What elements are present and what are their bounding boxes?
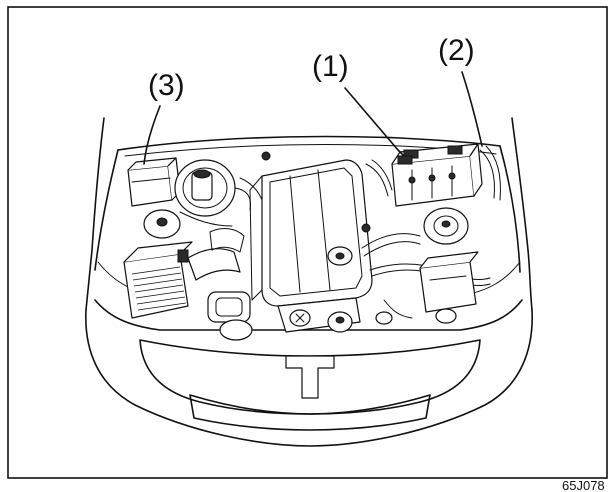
leader-line-1	[344, 87, 405, 157]
leader-line-2	[461, 71, 483, 147]
leader-line-3	[143, 105, 161, 165]
car-body-outline	[85, 117, 533, 447]
battery	[391, 143, 483, 207]
callout-label-2: (2)	[438, 34, 475, 67]
relay-box	[127, 157, 181, 207]
intake-duct	[187, 248, 241, 281]
callout-label-3: (3)	[148, 69, 185, 102]
strut-tower-right	[423, 207, 469, 245]
left-components	[123, 157, 263, 341]
callout-1: (1)	[312, 50, 405, 157]
lower-left-pulley	[207, 291, 253, 341]
strut-tower-left	[143, 209, 181, 239]
right-components	[361, 143, 501, 325]
wiring-harness	[365, 145, 501, 201]
engine-cover	[249, 151, 373, 333]
callout-2: (2)	[438, 34, 483, 147]
figure-code: 65J078	[562, 478, 605, 492]
washer-reservoir	[419, 251, 479, 324]
air-cleaner	[123, 241, 193, 319]
callout-label-1: (1)	[312, 50, 349, 83]
callout-3: (3)	[143, 69, 185, 165]
